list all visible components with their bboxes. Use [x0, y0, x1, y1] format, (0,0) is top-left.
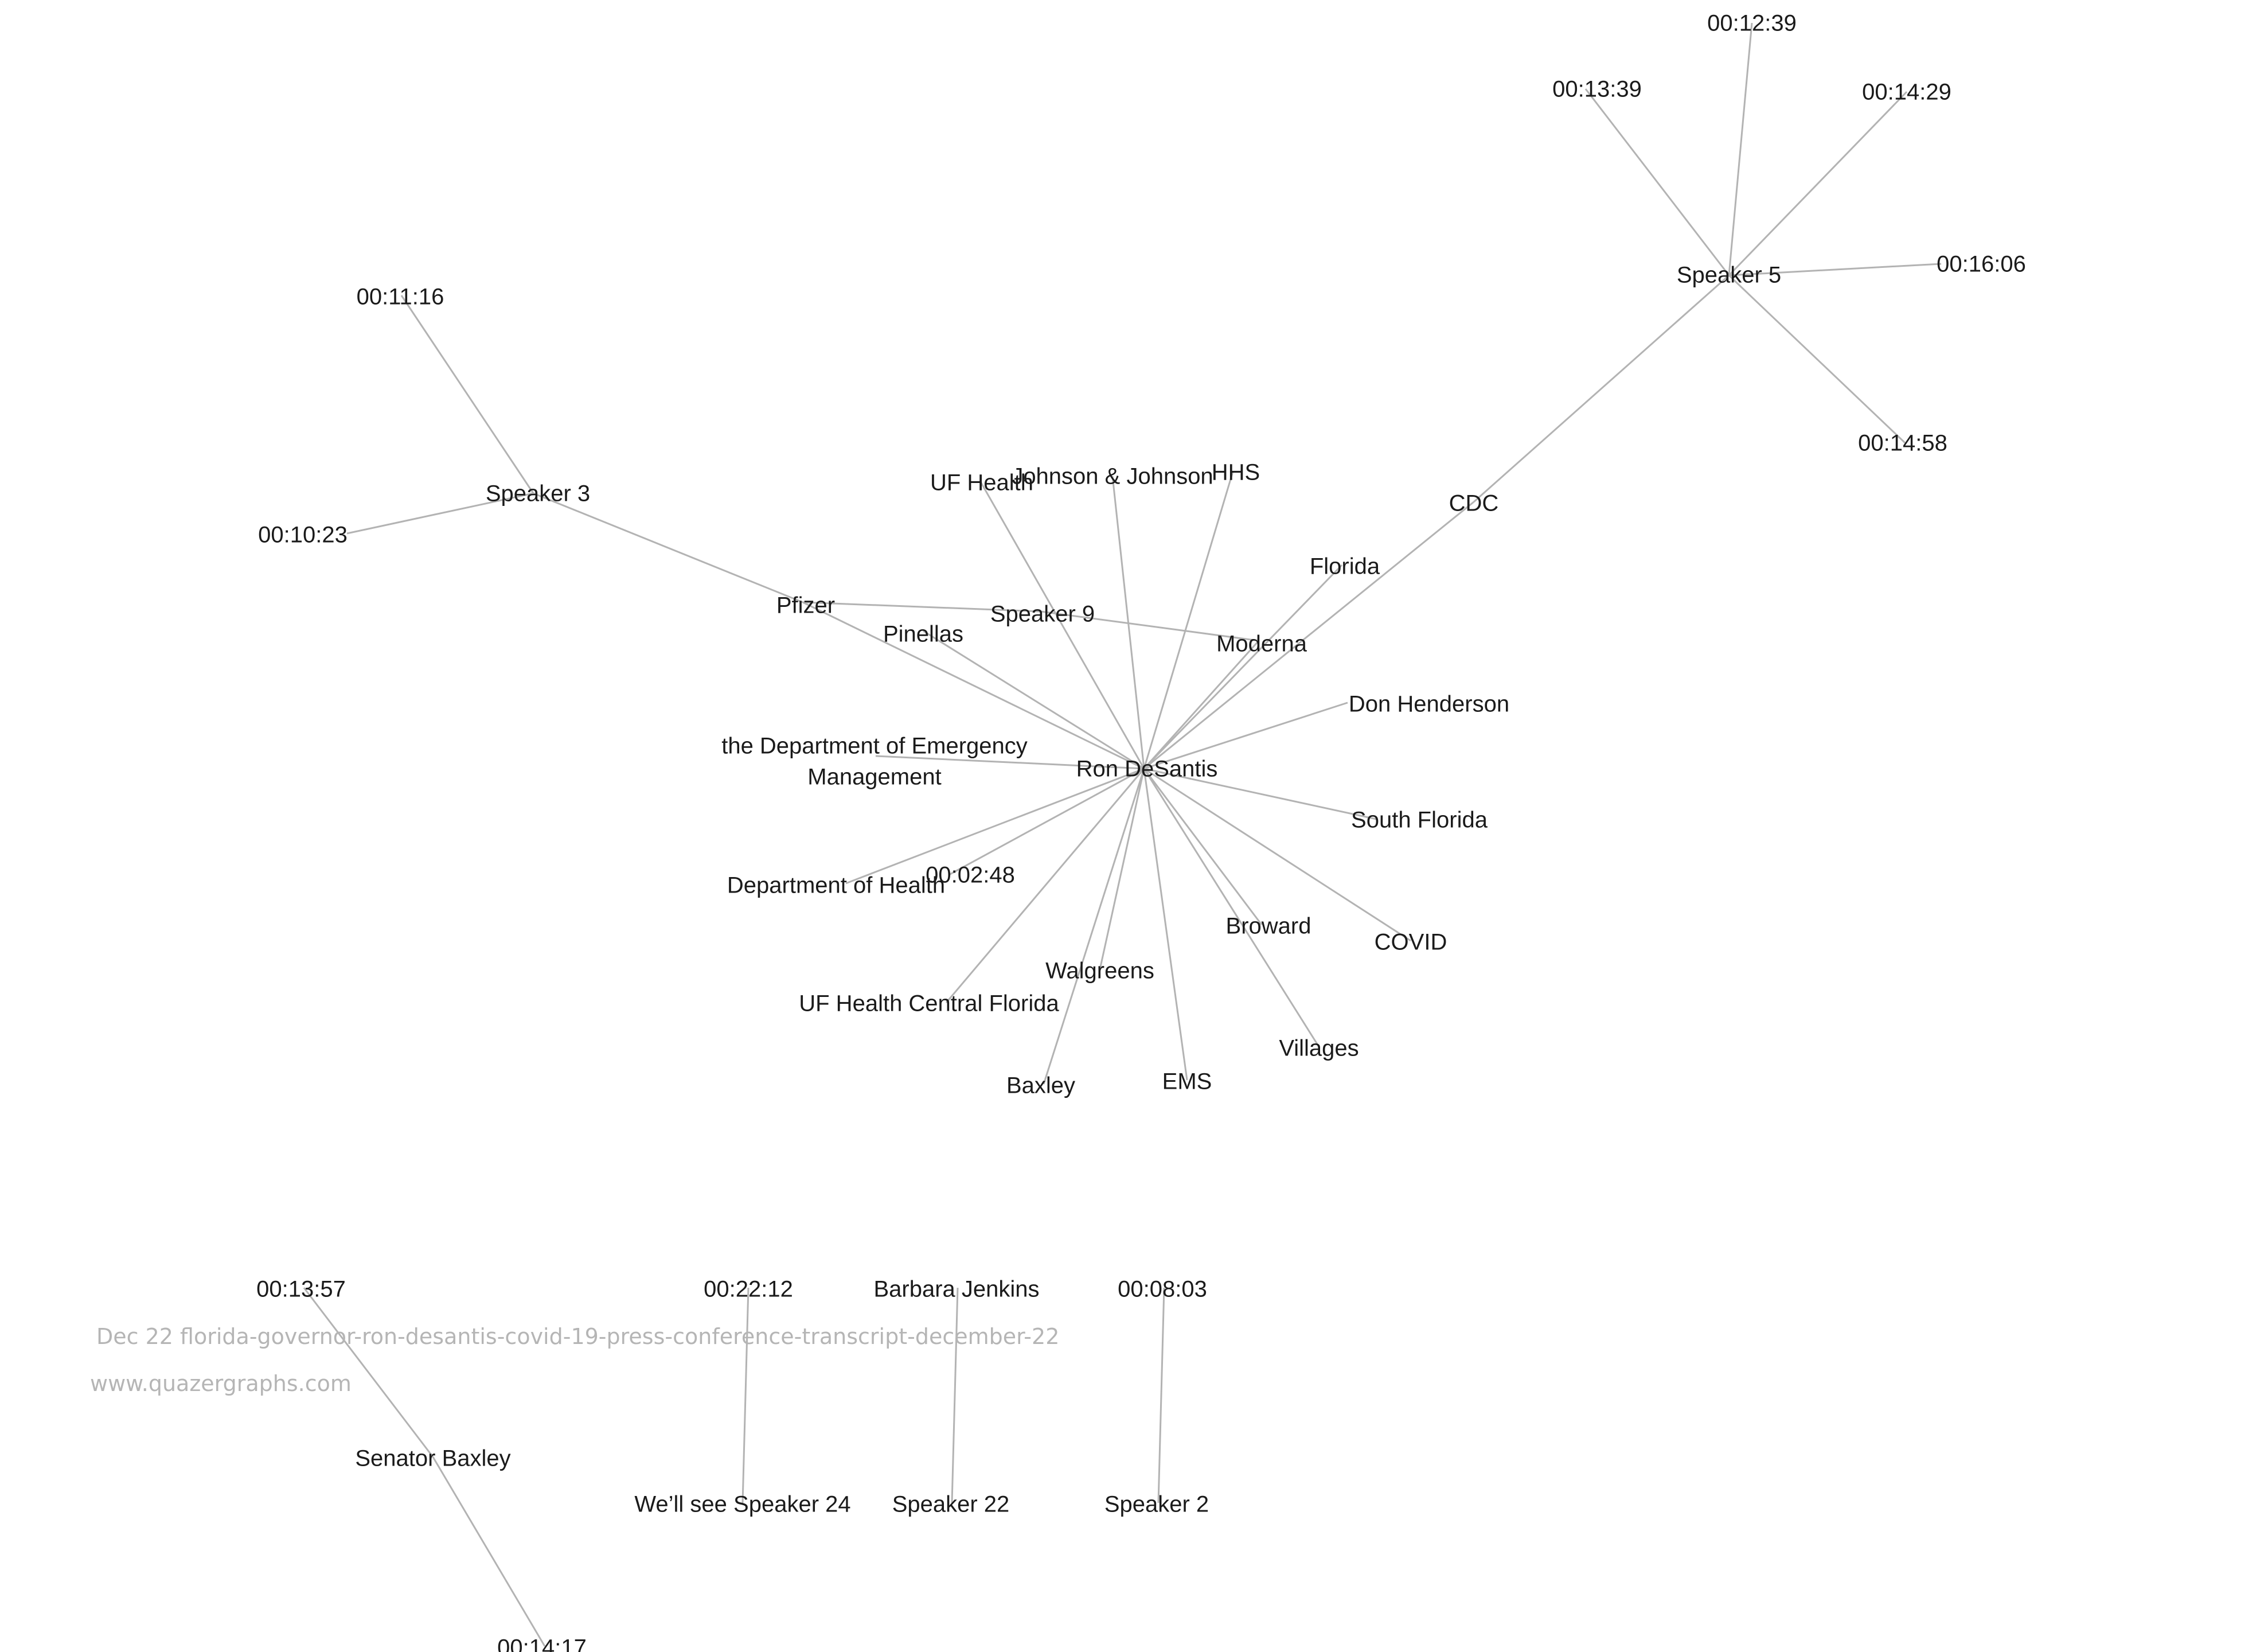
edge-ron-walgreens	[1099, 768, 1145, 970]
edge-t1357-senbaxley	[303, 1287, 434, 1458]
node-t1116: 00:11:16	[357, 285, 444, 310]
edge-ron-villages	[1143, 768, 1320, 1047]
node-t1417: 00:14:17	[497, 1635, 587, 1652]
node-pfizer: Pfizer	[776, 593, 835, 618]
edge-speaker5-t1429	[1728, 91, 1908, 276]
node-speaker3: Speaker 3	[486, 481, 590, 506]
edge-cdc-speaker5	[1473, 274, 1730, 503]
edge-ron-pinellas	[923, 630, 1145, 770]
node-doem-line2: Management	[807, 765, 941, 790]
node-sp22: Speaker 22	[892, 1492, 1010, 1517]
node-t0248: 00:02:48	[926, 863, 1015, 888]
node-t1357: 00:13:57	[256, 1277, 346, 1302]
edge-speaker3-t1116	[400, 295, 534, 494]
node-baxley: Baxley	[1006, 1073, 1075, 1098]
node-speaker9: Speaker 9	[990, 602, 1095, 627]
edge-ron-southflorida	[1143, 767, 1377, 820]
edge-ron-florida	[1143, 564, 1343, 770]
edge-ron-moderna	[1143, 640, 1260, 770]
node-ufcf: UF Health Central Florida	[799, 991, 1059, 1016]
edge-speaker3-t1023	[346, 492, 534, 535]
edge-speaker5-t1239	[1728, 22, 1753, 276]
edge-senbaxley-t1417	[432, 1456, 546, 1647]
edge-speaker5-t1606	[1728, 263, 1942, 276]
node-hhs: HHS	[1212, 460, 1260, 485]
graph-nodes: Ron DeSantis Pfizer Speaker 9 Moderna UF Hea…	[256, 11, 2026, 1652]
node-doh: Department of Health	[727, 873, 945, 898]
node-pinellas: Pinellas	[883, 622, 963, 647]
edge-t0803-sp2	[1157, 1287, 1165, 1503]
node-sp24: We’ll see Speaker 24	[634, 1492, 850, 1517]
node-donhenderson: Don Henderson	[1349, 692, 1509, 717]
edge-ron-covid	[1143, 767, 1411, 942]
node-ems: EMS	[1162, 1069, 1212, 1094]
node-jj: Johnson & Johnson	[1012, 464, 1213, 489]
node-t1458: 00:14:58	[1858, 431, 1947, 456]
node-t1339: 00:13:39	[1552, 77, 1642, 102]
edge-t2212-sp24	[741, 1287, 750, 1503]
watermark-title: Dec 22 florida-governor-ron-desantis-cov…	[96, 1324, 1060, 1349]
edge-ron-ems	[1143, 768, 1188, 1081]
node-sp2: Speaker 2	[1104, 1492, 1209, 1517]
node-covid: COVID	[1375, 930, 1447, 955]
node-t1429: 00:14:29	[1862, 80, 1951, 105]
edge-ron-donhenderson	[1143, 702, 1348, 770]
node-southflorida: South Florida	[1351, 808, 1488, 833]
watermark-url: www.quazergraphs.com	[90, 1371, 352, 1396]
edge-ron-pfizer	[802, 601, 1145, 770]
edge-ron-doem	[875, 755, 1145, 770]
node-t2212: 00:22:12	[704, 1277, 793, 1302]
node-barbara: Barbara Jenkins	[873, 1277, 1039, 1302]
node-t1606: 00:16:06	[1937, 252, 2026, 277]
edge-ron-t0248	[948, 767, 1145, 876]
node-doem: the Department of Emergency	[721, 734, 1028, 759]
edge-ron-broward	[1143, 768, 1263, 925]
edge-speaker9-moderna	[1040, 610, 1259, 642]
node-t0803: 00:08:03	[1118, 1277, 1207, 1302]
edge-barbara-sp22	[951, 1287, 959, 1503]
node-senbaxley: Senator Baxley	[355, 1446, 510, 1471]
node-t1023: 00:10:23	[258, 523, 348, 548]
node-speaker5: Speaker 5	[1677, 263, 1781, 288]
edge-speaker5-t1458	[1728, 274, 1906, 444]
node-moderna: Moderna	[1216, 632, 1307, 657]
node-walgreens: Walgreens	[1045, 959, 1154, 984]
edge-speaker5-t1339	[1584, 88, 1730, 276]
edge-ron-ufhealth	[979, 481, 1145, 769]
node-broward: Broward	[1226, 914, 1311, 939]
edge-ron-cdc	[1143, 501, 1474, 770]
node-ron: Ron DeSantis	[1076, 757, 1218, 782]
edge-pfizer-speaker9	[802, 601, 1041, 613]
edge-ron-baxley	[1043, 768, 1145, 1085]
edge-ron-hhs	[1143, 471, 1234, 769]
node-villages: Villages	[1279, 1036, 1359, 1061]
node-ufhealth: UF Health	[930, 470, 1033, 496]
edge-ron-ufcf	[945, 768, 1145, 1003]
node-florida: Florida	[1310, 554, 1380, 579]
node-t1239: 00:12:39	[1707, 11, 1797, 36]
graph-edges	[303, 22, 1942, 1647]
edge-pfizer-speaker3	[533, 492, 803, 603]
edge-ron-doh	[845, 767, 1145, 885]
node-cdc: CDC	[1449, 491, 1499, 516]
